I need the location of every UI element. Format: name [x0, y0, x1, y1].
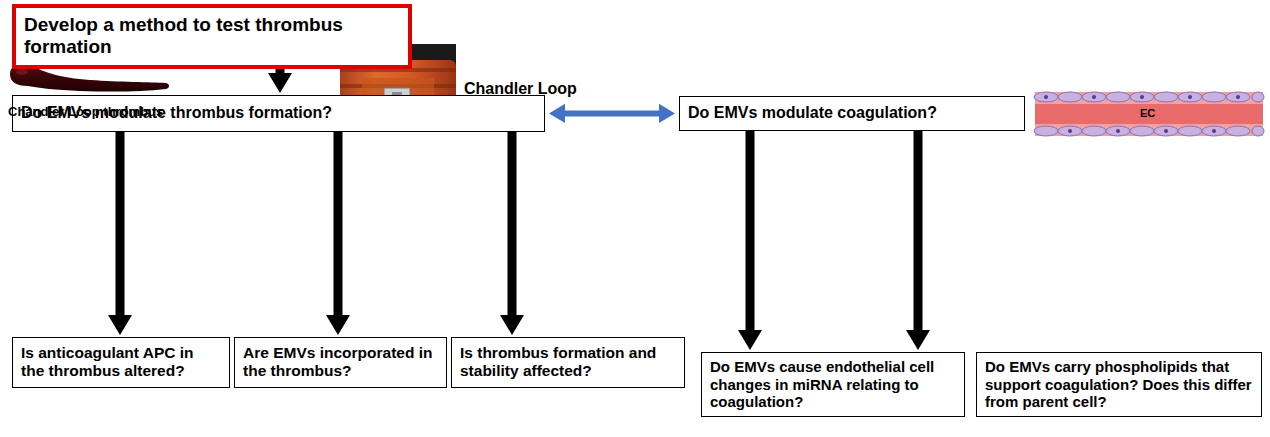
- picture-caption: Chandler Loop thrombus: [8, 104, 163, 119]
- sub-question-box: Do EMVs cause endothelial cell changes i…: [701, 352, 965, 417]
- double-arrow: [549, 104, 675, 123]
- box-text: Are EMVs incorporated in the thrombus?: [243, 344, 438, 381]
- goal-box: Develop a method to test thrombus format…: [12, 4, 412, 69]
- block-arrow: [326, 132, 350, 335]
- sub-question-box: Do EMVs carry phospholipids that support…: [976, 352, 1262, 417]
- box-text: Do EMVs modulate coagulation?: [688, 104, 1016, 123]
- box-text: Do EMVs cause endothelial cell changes i…: [710, 358, 956, 411]
- sub-question-box: Is thrombus formation and stability affe…: [451, 337, 685, 388]
- box-text: Develop a method to test thrombus format…: [24, 14, 400, 59]
- block-arrow: [906, 131, 930, 350]
- box-text: Is thrombus formation and stability affe…: [460, 344, 676, 381]
- block-arrow: [738, 131, 762, 350]
- sub-question-box: Are EMVs incorporated in the thrombus?: [234, 337, 447, 388]
- box-text: Is anticoagulant APC in the thrombus alt…: [21, 344, 221, 381]
- block-arrow: [268, 69, 292, 93]
- question-box: Do EMVs modulate coagulation?: [679, 96, 1025, 131]
- block-arrow: [108, 132, 132, 335]
- box-text: Do EMVs carry phospholipids that support…: [985, 358, 1253, 411]
- picture-caption: EC: [1140, 107, 1155, 119]
- endothelium-picture: [1034, 92, 1264, 136]
- block-arrow: [500, 132, 524, 335]
- picture-caption: Chandler Loop: [464, 80, 577, 98]
- sub-question-box: Is anticoagulant APC in the thrombus alt…: [12, 337, 230, 388]
